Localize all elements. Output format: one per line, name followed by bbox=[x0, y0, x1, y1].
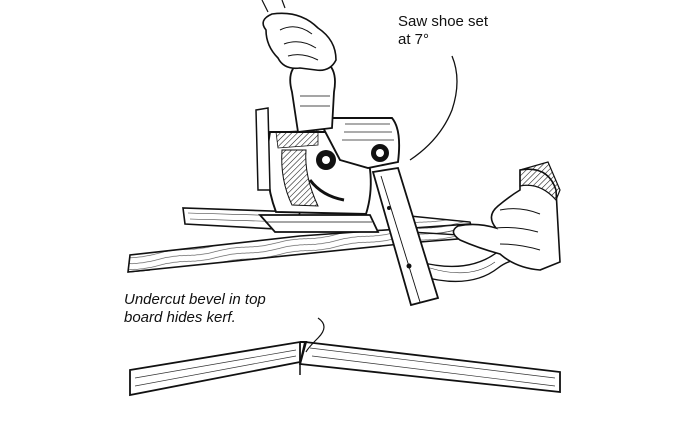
saw-guide-rail bbox=[371, 166, 440, 307]
saw-shoe-callout-line1: Saw shoe set bbox=[398, 13, 489, 30]
bevel-callout-line1: Undercut bevel in top bbox=[124, 291, 266, 308]
bevel-callout: Undercut bevel in top board hides kerf. bbox=[124, 291, 266, 327]
saw-callout-leader bbox=[409, 55, 458, 161]
saw-shoe-callout: Saw shoe set at 7° bbox=[398, 13, 488, 49]
saw-shoe-callout-line2: at 7° bbox=[398, 31, 430, 48]
bevel-callout-leader bbox=[305, 317, 325, 353]
bevel-joint-detail bbox=[129, 340, 561, 397]
hand-on-saw bbox=[261, 0, 337, 72]
circular-saw bbox=[255, 61, 401, 233]
bevel-callout-line2: board hides kerf. bbox=[124, 309, 236, 326]
hand-on-board bbox=[452, 161, 561, 271]
